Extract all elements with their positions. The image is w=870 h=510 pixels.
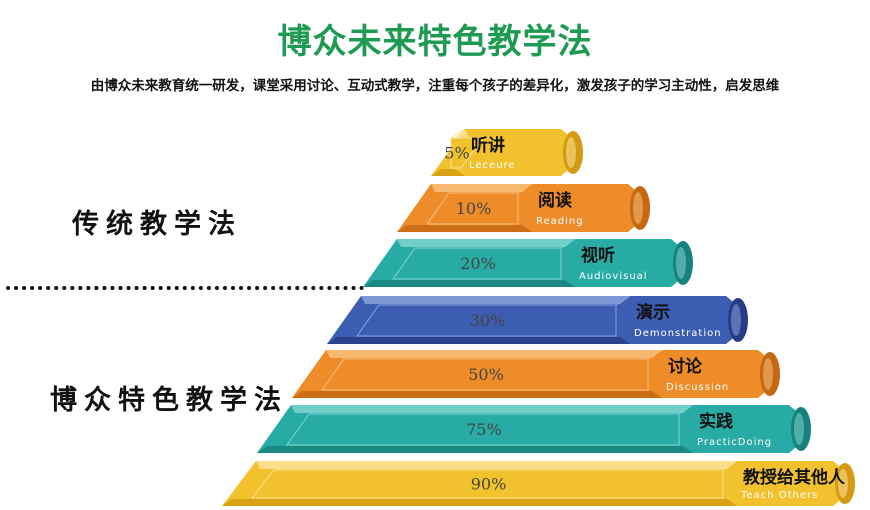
level-bevel-top [397,239,575,247]
level-cap-shine [676,247,686,279]
level-panel [286,413,680,446]
level-panel [250,469,724,499]
level-name-cn: 演示 [636,302,670,323]
level-name-cn: 讨论 [668,356,703,377]
level-percent: 20% [460,254,496,273]
level-panel [356,304,617,337]
level-divider [615,295,631,306]
level-name-en: Audiovisual [579,271,648,282]
level-name-cn: 听讲 [471,135,505,156]
level-percent: 30% [470,311,506,330]
level-name-en: Discussion [666,382,729,393]
bozhong-method-label: 博众特色教学法 [50,385,288,416]
level-cap-shine [633,192,643,224]
level-name-cn: 实践 [699,411,733,432]
level-percent: 10% [456,199,492,218]
level-bevel-bottom [257,446,693,453]
level-panel [450,137,484,169]
level-percent: 90% [471,475,507,494]
level-divider [560,238,576,249]
level-divider [647,349,663,360]
level-name-en: Demonstration [634,328,722,339]
level-cap-shine [763,358,773,390]
level-cap-shine [794,413,804,445]
level-cap-shine [566,137,576,168]
pyramid-level-3: 20% 视听 Audiovisual [363,238,693,287]
level-name-cn: 阅读 [538,190,572,211]
pyramid-level-6: 75% 实践 PracticDoing [257,404,811,453]
level-bevel-top [291,405,693,413]
level-bevel-top [326,350,662,358]
level-percent: 75% [466,420,502,439]
level-bevel-top [361,296,630,304]
level-name-en: Reading [536,216,584,227]
level-bevel-bottom [431,169,465,176]
pyramid-level-2: 10% 阅读 Reading [397,183,650,232]
level-cap-shine [731,304,741,336]
level-bevel-bottom [397,225,532,232]
level-name-cn: 视听 [581,245,615,266]
level-divider [450,128,466,139]
level-divider [517,183,533,194]
pyramid-level-1: 5%听讲 Leceure [431,128,583,176]
level-name-cn: 教授给其他人 [742,467,846,488]
pyramid-level-5: 50% 讨论 Discussion [292,349,780,398]
level-bevel-bottom [363,280,575,287]
level-bevel-bottom [292,391,662,398]
level-panel [321,358,649,391]
level-panel [392,247,562,280]
level-bevel-top [455,129,469,137]
level-divider [678,404,694,415]
level-bevel-bottom [222,499,737,506]
level-percent: 5% [444,144,469,163]
dotted-divider [6,286,364,290]
pyramid-level-7: 90% 教授给其他人 Teach Others [222,460,855,506]
level-percent: 50% [468,365,504,384]
pyramid-level-4: 30% 演示 Demonstration [327,295,748,344]
level-bevel-bottom [327,337,630,344]
level-divider [722,460,738,471]
page-subtitle: 由博众未来教育统一研发，课堂采用讨论、互动式教学，注重每个孩子的差异化，激发孩子… [90,78,780,94]
level-bevel-top [431,184,532,192]
level-panel [426,192,519,225]
level-bevel-top [256,461,737,469]
level-name-en: PracticDoing [697,437,772,448]
traditional-method-label: 传统教学法 [72,209,242,240]
level-name-en: Teach Others [740,490,818,501]
level-name-en: Leceure [469,160,516,171]
page-title: 博众未来特色教学法 [277,22,593,62]
level-cap-shine [838,469,848,498]
